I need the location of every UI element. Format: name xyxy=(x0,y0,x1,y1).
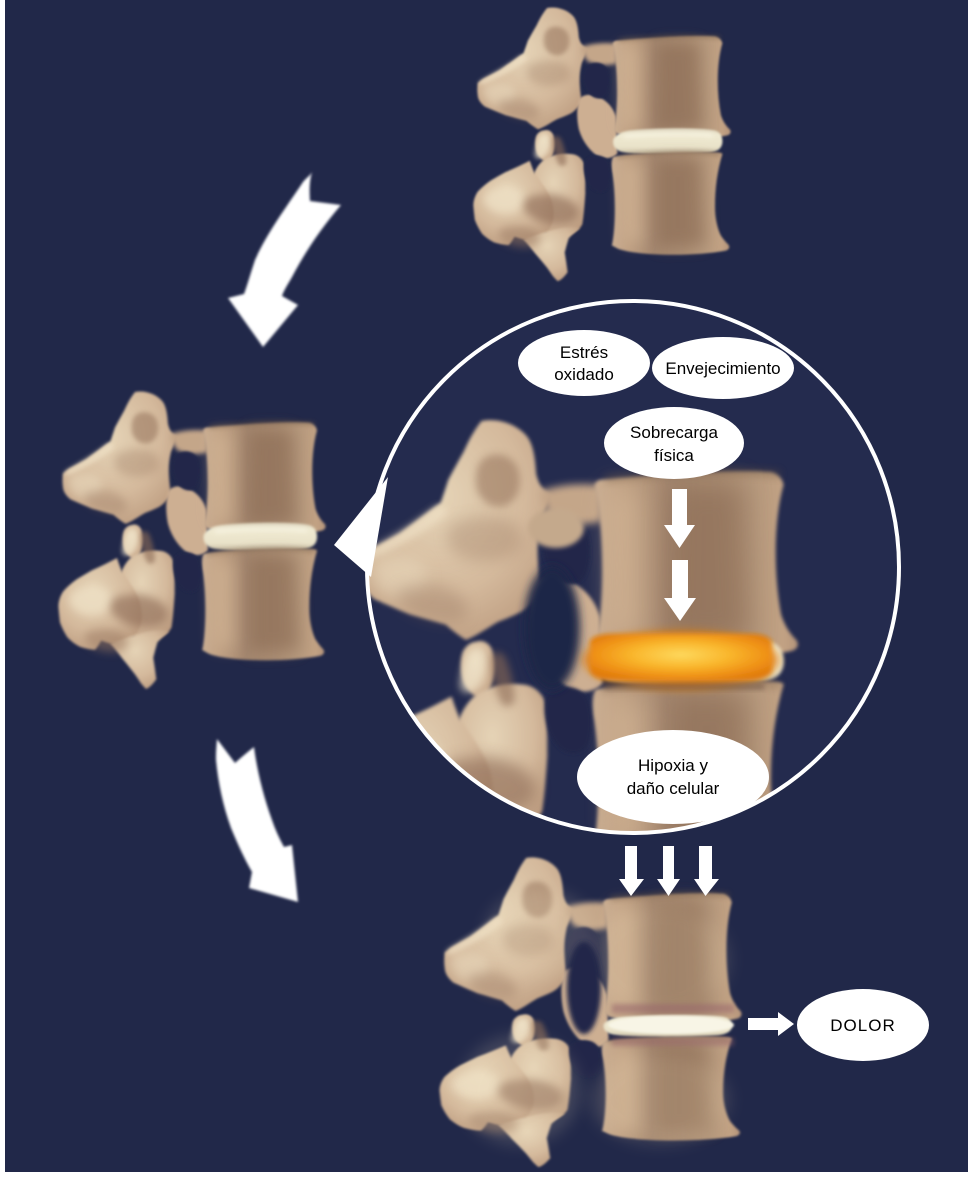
svg-text:física: física xyxy=(654,446,694,465)
svg-text:DOLOR: DOLOR xyxy=(830,1016,895,1035)
svg-text:Envejecimiento: Envejecimiento xyxy=(665,359,780,378)
svg-text:Hipoxia y: Hipoxia y xyxy=(638,756,708,775)
svg-text:Sobrecarga: Sobrecarga xyxy=(630,423,718,442)
svg-text:daño celular: daño celular xyxy=(627,779,720,798)
svg-text:oxidado: oxidado xyxy=(554,365,614,384)
svg-text:Estrés: Estrés xyxy=(560,343,608,362)
